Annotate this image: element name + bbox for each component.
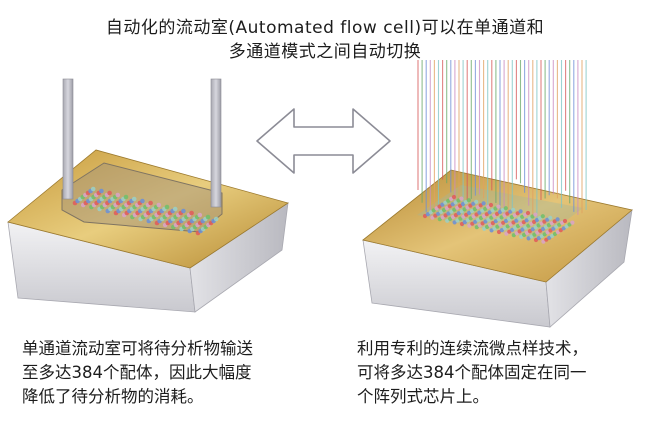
array-spot xyxy=(99,188,104,194)
array-spot xyxy=(496,204,501,209)
title-line-2: 多通道模式之间自动切换 xyxy=(228,42,422,62)
left-caption-line: 单通道流动室可将待分析物输送 xyxy=(22,339,253,358)
array-spot xyxy=(562,218,568,224)
array-spot xyxy=(533,212,538,217)
array-spot xyxy=(205,214,211,220)
array-spot xyxy=(131,196,137,202)
array-spot xyxy=(156,202,162,208)
array-spot xyxy=(481,201,486,206)
array-spot xyxy=(213,216,219,222)
array-spot xyxy=(197,212,203,218)
left-outlet-tube xyxy=(210,78,222,208)
array-spot xyxy=(525,210,531,216)
array-spot xyxy=(189,210,194,216)
left-caption-line: 至多达384个配体，因此大幅度 xyxy=(22,363,252,382)
right-caption-line: 个阵列式芯片上。 xyxy=(357,387,489,406)
array-spot xyxy=(148,200,153,206)
array-spot xyxy=(123,194,129,200)
array-spot xyxy=(540,214,545,219)
array-spot xyxy=(90,186,96,192)
right-caption-line: 利用专利的连续流微点样技术， xyxy=(357,339,588,358)
right-channel-lines xyxy=(417,60,587,227)
title-line-1: 自动化的流动室(Automated flow cell)可以在单通道和 xyxy=(105,18,545,38)
right-caption-line: 可将多达384个配体固定在同一 xyxy=(357,363,587,382)
array-spot xyxy=(570,220,575,225)
right-spot-array xyxy=(422,194,575,244)
left-caption: 单通道流动室可将待分析物输送 至多达384个配体，因此大幅度 降低了待分析物的消… xyxy=(22,337,253,409)
left-chip xyxy=(7,78,289,313)
left-caption-line: 降低了待分析物的消耗。 xyxy=(22,387,204,406)
array-spot xyxy=(555,217,560,222)
array-spot xyxy=(488,202,494,208)
array-spot xyxy=(451,194,457,200)
array-spot xyxy=(511,207,516,212)
array-spot xyxy=(503,206,508,211)
array-spot xyxy=(181,208,186,214)
array-spot xyxy=(164,204,170,210)
left-spot-array xyxy=(72,186,219,236)
array-spot xyxy=(107,190,112,196)
array-spot xyxy=(518,209,523,214)
right-chip xyxy=(362,60,633,328)
array-spot xyxy=(172,206,178,212)
array-spot xyxy=(548,215,553,220)
array-spot xyxy=(474,199,479,204)
array-spot xyxy=(459,196,464,201)
array-spot xyxy=(115,192,121,198)
double-arrow-icon xyxy=(256,108,391,174)
array-spot xyxy=(140,198,145,204)
array-spot xyxy=(466,198,471,203)
right-caption: 利用专利的连续流微点样技术， 可将多达384个配体固定在同一 个阵列式芯片上。 xyxy=(357,337,588,409)
left-inlet-tube xyxy=(62,78,74,200)
